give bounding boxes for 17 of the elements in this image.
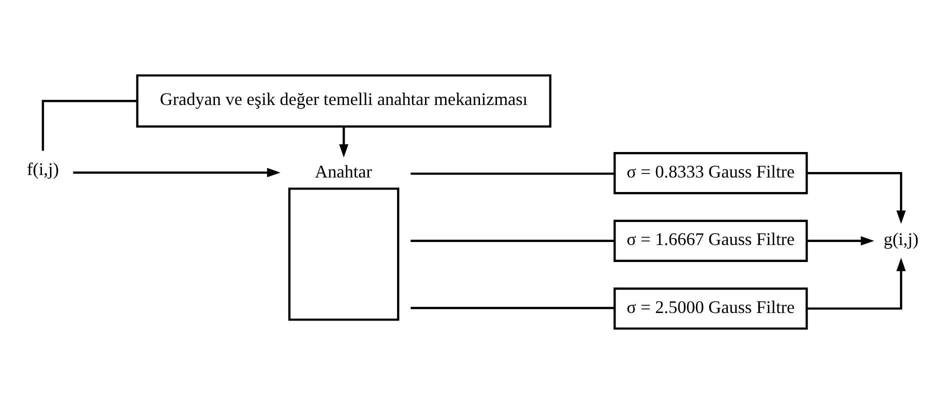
node-text: g(i,j) bbox=[884, 228, 919, 249]
connector bbox=[410, 239, 615, 242]
connector bbox=[410, 306, 615, 309]
node-box bbox=[288, 187, 400, 320]
arrow bbox=[806, 172, 906, 224]
connector bbox=[42, 99, 137, 150]
node-text: f(i,j) bbox=[26, 158, 59, 179]
node-box: σ = 2.5000 Gauss Filtre bbox=[614, 286, 808, 330]
node-box: σ = 0.8333 Gauss Filtre bbox=[614, 152, 808, 194]
connector bbox=[410, 172, 615, 174]
node-label: Anahtar bbox=[314, 160, 372, 181]
arrow bbox=[339, 126, 348, 158]
arrow bbox=[806, 236, 874, 246]
node-box: Gradyan ve eşik değer temelli anahtar mekanizması bbox=[136, 74, 552, 128]
node-box: σ = 1.6667 Gauss Filtre bbox=[614, 219, 808, 262]
arrow bbox=[73, 167, 280, 177]
arrow bbox=[806, 257, 906, 310]
